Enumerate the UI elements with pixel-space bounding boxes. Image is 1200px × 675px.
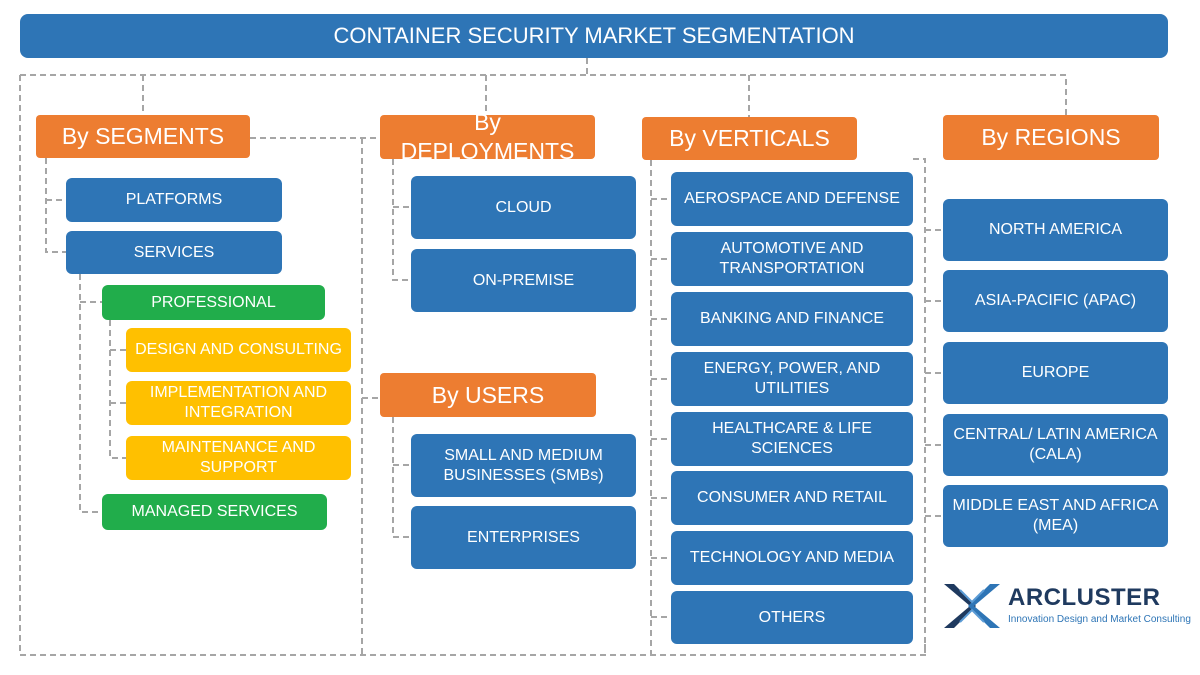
region-item[interactable]: MIDDLE EAST AND AFRICA (MEA) — [943, 485, 1168, 547]
category-verticals[interactable]: By VERTICALS — [642, 117, 857, 160]
service-managed[interactable]: MANAGED SERVICES — [102, 494, 327, 530]
region-item[interactable]: NORTH AMERICA — [943, 199, 1168, 261]
vertical-item[interactable]: AEROSPACE AND DEFENSE — [671, 172, 913, 226]
segment-platforms[interactable]: PLATFORMS — [66, 178, 282, 222]
deployment-item[interactable]: CLOUD — [411, 176, 636, 239]
page-title: CONTAINER SECURITY MARKET SEGMENTATION — [20, 14, 1168, 58]
arcluster-logo: ARCLUSTER Innovation Design and Market C… — [940, 580, 1191, 632]
category-users[interactable]: By USERS — [380, 373, 596, 417]
service-maintenance-support[interactable]: MAINTENANCE AND SUPPORT — [126, 436, 351, 480]
vertical-item[interactable]: OTHERS — [671, 591, 913, 644]
logo-tagline: Innovation Design and Market Consulting — [1008, 614, 1191, 625]
user-item[interactable]: ENTERPRISES — [411, 506, 636, 569]
arcluster-x-icon — [944, 584, 1000, 628]
region-item[interactable]: EUROPE — [943, 342, 1168, 404]
region-item[interactable]: ASIA-PACIFIC (APAC) — [943, 270, 1168, 332]
logo-name: ARCLUSTER — [1008, 584, 1161, 611]
vertical-item[interactable]: TECHNOLOGY AND MEDIA — [671, 531, 913, 585]
category-deployments[interactable]: By DEPLOYMENTS — [380, 109, 595, 164]
vertical-item[interactable]: HEALTHCARE & LIFE SCIENCES — [671, 412, 913, 466]
segment-services[interactable]: SERVICES — [66, 231, 282, 274]
vertical-item[interactable]: AUTOMOTIVE AND TRANSPORTATION — [671, 232, 913, 286]
service-design-consulting[interactable]: DESIGN AND CONSULTING — [126, 328, 351, 372]
service-implementation-integration[interactable]: IMPLEMENTATION AND INTEGRATION — [126, 381, 351, 425]
category-regions[interactable]: By REGIONS — [943, 115, 1159, 160]
region-item[interactable]: CENTRAL/ LATIN AMERICA (CALA) — [943, 414, 1168, 476]
user-item[interactable]: SMALL AND MEDIUM BUSINESSES (SMBs) — [411, 434, 636, 497]
vertical-item[interactable]: CONSUMER AND RETAIL — [671, 471, 913, 525]
vertical-item[interactable]: ENERGY, POWER, AND UTILITIES — [671, 352, 913, 406]
deployment-item[interactable]: ON-PREMISE — [411, 249, 636, 312]
service-professional[interactable]: PROFESSIONAL — [102, 285, 325, 320]
category-segments[interactable]: By SEGMENTS — [36, 115, 250, 158]
vertical-item[interactable]: BANKING AND FINANCE — [671, 292, 913, 346]
